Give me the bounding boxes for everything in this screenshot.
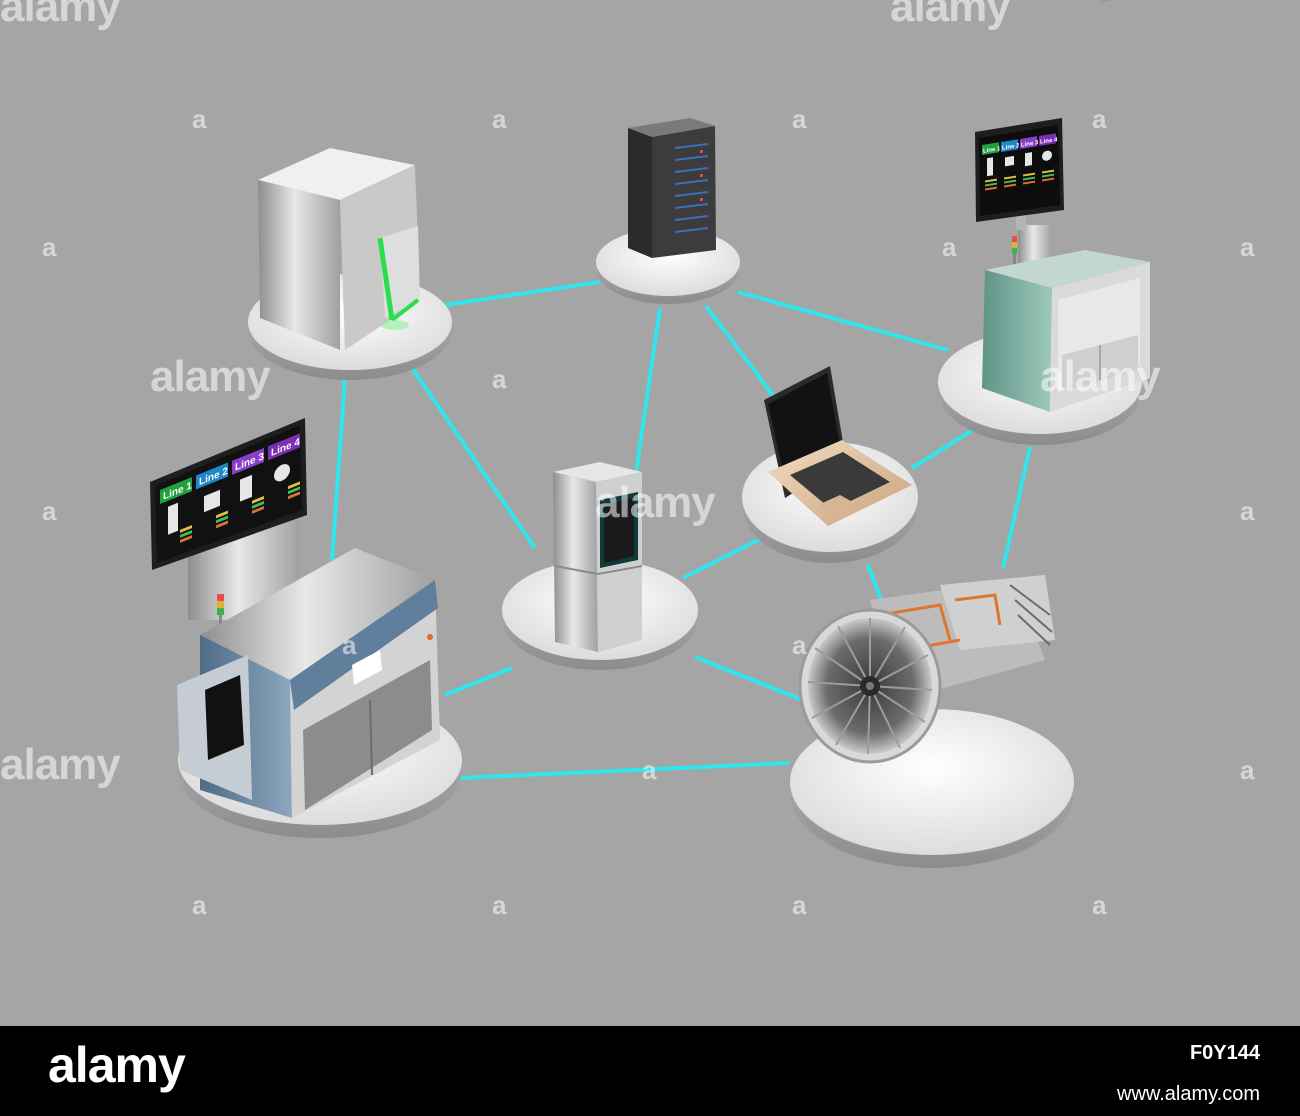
server-rack-icon xyxy=(628,118,716,258)
network-illustration: Line 1 Line 2 Line 3 Line 4 xyxy=(0,0,1255,920)
monitor-right-line-3-tab xyxy=(1020,136,1037,149)
watermark-letter: a xyxy=(492,104,507,134)
monitor-right-line-3-label: Line 3 xyxy=(1021,140,1039,149)
link-desktop-laptop xyxy=(682,536,763,580)
link-laptop-sls xyxy=(910,426,978,470)
watermark-letter: a xyxy=(192,890,207,920)
status-light-tower xyxy=(1012,236,1017,268)
monitor-right-line-1-label: Line 1 xyxy=(983,146,1001,155)
link-laptop-engine xyxy=(866,564,884,603)
monitor-left-line-3-tab xyxy=(232,447,264,475)
link-desktop-engine xyxy=(694,655,804,702)
watermark-letter: a xyxy=(192,104,207,134)
monitor-right-line-1-tab xyxy=(982,142,999,155)
link-server-laptop xyxy=(704,304,777,400)
link-sls-engine xyxy=(1001,446,1032,569)
watermark-letter: a xyxy=(42,232,57,262)
monitor-right-screen: Line 1 Line 2 Line 3 Line 4 xyxy=(982,133,1058,191)
node-jet-engine xyxy=(790,575,1074,868)
watermark-letter: a xyxy=(1240,755,1255,785)
link-printer-server xyxy=(444,280,601,307)
monitor-left-line-1-tab xyxy=(160,477,192,504)
industrial-printer-icon xyxy=(982,0,1150,412)
watermark-letter: a xyxy=(342,630,357,660)
monitor-right-line-2-tab xyxy=(1001,139,1018,152)
monitor-left-part-glyph-4 xyxy=(274,464,290,482)
watermark-letter: a xyxy=(942,232,957,262)
watermark-text: alamy xyxy=(0,0,121,31)
watermark-text: alamy xyxy=(890,0,1011,31)
stock-footer-bar: alamy F0Y144 www.alamy.com xyxy=(0,1026,1300,1116)
laptop-icon xyxy=(764,366,912,526)
monitor-left-part-glyph-1 xyxy=(168,502,178,535)
watermark-text: alamy xyxy=(595,478,716,527)
alamy-logo: alamy xyxy=(48,1037,186,1093)
watermark-text: alamy xyxy=(1040,352,1161,401)
monitor-left-part-glyph-2 xyxy=(204,489,220,513)
watermark-letter: a xyxy=(1240,232,1255,262)
monitor-right-line-4-label: Line 4 xyxy=(1040,137,1058,146)
watermark-letter: a xyxy=(792,890,807,920)
node-laptop xyxy=(742,366,918,563)
site-url: www.alamy.com xyxy=(1117,1083,1260,1105)
node-server-rack xyxy=(596,118,740,304)
industrial-3d-printer-icon xyxy=(177,548,440,818)
watermark-letter: a xyxy=(42,496,57,526)
monitor-right-part-glyph-2 xyxy=(1005,155,1014,167)
node-sls-printer xyxy=(938,0,1150,445)
watermark-letter: a xyxy=(492,364,507,394)
image-info: F0Y144 www.alamy.com xyxy=(1117,1042,1260,1106)
watermark-text: alamy xyxy=(150,352,271,401)
link-printer-large xyxy=(330,377,347,561)
link-large-desktop xyxy=(444,666,513,697)
link-printer-desktop xyxy=(408,363,537,550)
node-metal-3d-printer xyxy=(248,148,452,380)
watermark-letter: a xyxy=(792,630,807,660)
node-desktop-printer xyxy=(502,462,698,670)
monitor-left-part-glyph-3 xyxy=(240,474,252,502)
jet-engine-icon xyxy=(798,575,1055,764)
monitor-right-line-2-label: Line 2 xyxy=(1002,143,1020,152)
watermark-letter: a xyxy=(1240,496,1255,526)
monitor-right-part-glyph-3 xyxy=(1025,152,1032,167)
network-diagram: Line 1 Line 2 Line 3 Line 4 xyxy=(150,0,1150,868)
monitor-right-part-glyph-1 xyxy=(987,157,993,177)
watermark-letter: a xyxy=(492,890,507,920)
link-server-sls xyxy=(737,290,949,352)
3d-printer-icon xyxy=(553,462,643,652)
watermark-letter: a xyxy=(792,104,807,134)
network-links xyxy=(330,280,1032,780)
image-id: F0Y144 xyxy=(1189,1042,1260,1064)
industrial-3d-printer-icon xyxy=(258,148,420,350)
monitor-right-line-4-tab xyxy=(1039,133,1056,146)
watermark-letter: a xyxy=(642,755,657,785)
watermark-text: alamy xyxy=(0,740,121,789)
link-large-engine xyxy=(457,761,791,780)
monitor-left-line-4-tab xyxy=(268,433,300,461)
watermark-letter: a xyxy=(1092,104,1107,134)
monitor-right-part-glyph-4 xyxy=(1042,150,1052,161)
watermark-letter: a xyxy=(1092,890,1107,920)
monitor-left-line-2-tab xyxy=(196,462,228,490)
